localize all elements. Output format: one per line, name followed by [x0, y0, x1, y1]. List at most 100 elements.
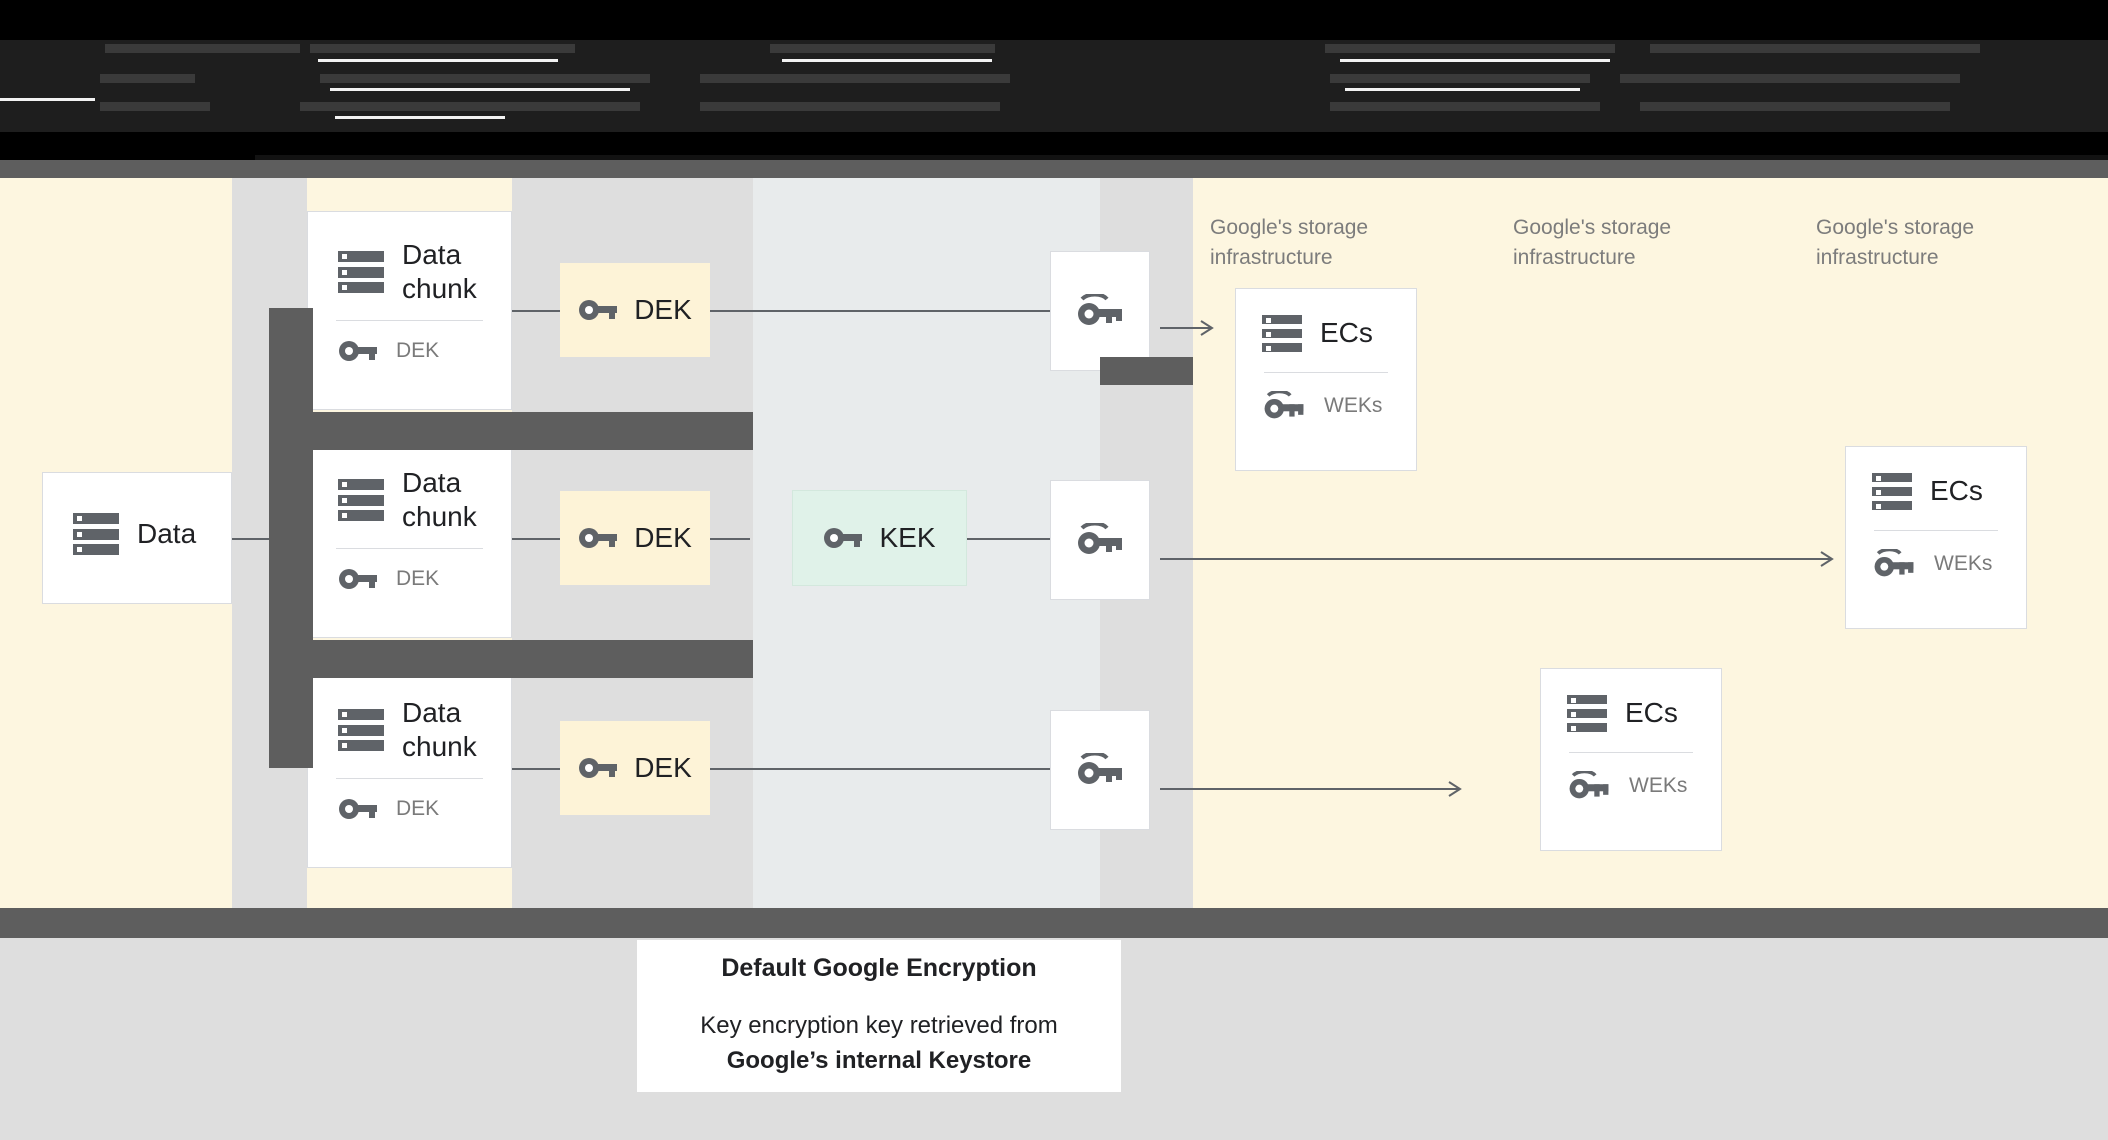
data-chunk-title: Data chunk — [402, 239, 477, 305]
storage-infrastructure-label: Google's storage infrastructure — [1210, 216, 1369, 269]
data-chunk-key-row: DEK — [308, 549, 511, 591]
storage-infrastructure-label: Google's storage infrastructure — [1816, 216, 1975, 269]
card-divider — [336, 320, 483, 322]
header-noise-line — [100, 74, 195, 83]
header-noise-line — [1330, 74, 1590, 83]
header-noise-line — [770, 44, 995, 53]
redaction-band-top — [0, 160, 2108, 178]
data-chunk-key-label: DEK — [396, 339, 440, 363]
header-noise-line — [1650, 44, 1980, 53]
dek-chip[interactable]: DEK — [560, 491, 710, 585]
ec-card-header: ECs — [1541, 669, 1721, 732]
connector-chunk-to-dek — [512, 538, 560, 540]
header-noise-line — [1325, 44, 1615, 53]
data-chunk-key-row: DEK — [308, 779, 511, 821]
arrow-wrapped-to-ec-top — [1160, 320, 1214, 336]
card-divider — [336, 548, 483, 550]
obscured-header-strip — [0, 0, 2108, 165]
header-noise-line — [335, 116, 505, 119]
header-noise-line — [700, 74, 1010, 83]
header-noise-line — [782, 59, 992, 62]
data-chunk-header: Data chunk — [308, 670, 511, 764]
key-icon — [579, 528, 618, 548]
server-stack-icon — [338, 251, 384, 294]
ec-card-key-row: WEKs — [1541, 753, 1721, 801]
redaction-bracket-arm — [269, 640, 753, 678]
connector-chunk-to-dek — [512, 768, 560, 770]
ec-card-title: ECs — [1625, 697, 1678, 729]
caption-body: Key encryption key retrieved from Google… — [700, 1009, 1057, 1077]
data-chunk-key-row: DEK — [308, 321, 511, 363]
caption-line-2: Google’s internal Keystore — [726, 1046, 1032, 1074]
ec-card[interactable]: ECs WEKs — [1540, 668, 1722, 851]
wrapped-key-box[interactable] — [1050, 480, 1150, 600]
caption-card: Default Google Encryption Key encryption… — [637, 940, 1121, 1092]
data-card[interactable]: Data — [42, 472, 232, 604]
header-noise-line — [0, 98, 95, 101]
data-chunk-card[interactable]: Data chunk DEK — [307, 439, 512, 638]
storage-infrastructure-label: Google's storage infrastructure — [1513, 216, 1672, 269]
kek-chip[interactable]: KEK — [792, 490, 967, 586]
redaction-bracket-vertical — [269, 308, 313, 768]
connector-kek-to-wrapped — [967, 538, 1060, 540]
dek-chip-label: DEK — [634, 522, 692, 553]
ec-card-header: ECs — [1846, 447, 2026, 510]
key-icon — [824, 528, 863, 548]
ec-card-key-label: WEKs — [1629, 774, 1688, 797]
ec-card-header: ECs — [1236, 289, 1416, 352]
ec-card[interactable]: ECs WEKs — [1235, 288, 1417, 471]
header-noise-line — [320, 74, 650, 83]
header-noise-line — [300, 102, 640, 111]
redaction-patch — [1100, 357, 1193, 385]
server-stack-icon — [1262, 315, 1302, 352]
redaction-bracket-arm — [269, 412, 753, 450]
header-noise-block — [0, 40, 2108, 132]
arrow-wrapped-to-ec-bottom — [1160, 781, 1462, 797]
data-chunk-key-label: DEK — [396, 797, 440, 821]
header-noise-line — [1345, 88, 1580, 91]
kek-chip-label: KEK — [879, 522, 936, 553]
data-card-title: Data — [137, 517, 197, 549]
wrapped-key-icon — [1078, 753, 1122, 784]
data-chunk-key-label: DEK — [396, 567, 440, 591]
header-noise-line — [100, 102, 210, 111]
card-divider — [336, 778, 483, 780]
data-chunk-header: Data chunk — [308, 440, 511, 534]
header-noise-line — [318, 59, 558, 62]
data-chunk-title: Data chunk — [402, 467, 477, 533]
server-stack-icon — [73, 513, 119, 555]
card-divider — [1264, 372, 1388, 373]
dek-chip-label: DEK — [634, 752, 692, 783]
dek-chip[interactable]: DEK — [560, 721, 710, 815]
wrapped-key-icon — [1569, 771, 1609, 799]
server-stack-icon — [338, 709, 384, 752]
data-chunk-title: Data chunk — [402, 697, 477, 763]
ec-card-key-row: WEKs — [1846, 531, 2026, 579]
key-icon — [579, 758, 618, 778]
connector-dek-to-kek — [710, 538, 750, 540]
header-noise-line — [1620, 74, 1960, 83]
data-chunk-card[interactable]: Data chunk DEK — [307, 669, 512, 868]
header-noise-line — [1330, 102, 1600, 111]
wrapped-key-icon — [1078, 294, 1122, 325]
ec-card-key-label: WEKs — [1934, 552, 1993, 575]
card-divider — [1569, 752, 1693, 753]
data-chunk-header: Data chunk — [308, 212, 511, 306]
wrapped-key-box[interactable] — [1050, 710, 1150, 830]
ec-card[interactable]: ECs WEKs — [1845, 446, 2027, 629]
server-stack-icon — [1567, 695, 1607, 732]
redaction-band-bottom — [0, 908, 2108, 938]
key-icon — [339, 341, 377, 362]
ec-card-title: ECs — [1930, 475, 1983, 507]
wrapped-key-box[interactable] — [1050, 251, 1150, 371]
caption-title: Default Google Encryption — [721, 954, 1037, 983]
server-stack-icon — [338, 479, 384, 522]
wrapped-key-icon — [1874, 549, 1914, 577]
header-noise-line — [1340, 59, 1610, 62]
connector-dek-to-wrapped — [710, 768, 1060, 770]
header-noise-line — [330, 88, 630, 91]
dek-chip[interactable]: DEK — [560, 263, 710, 357]
wrapped-key-icon — [1078, 523, 1122, 554]
caption-line-1: Key encryption key retrieved from — [700, 1012, 1058, 1040]
data-chunk-card[interactable]: Data chunk DEK — [307, 211, 512, 410]
